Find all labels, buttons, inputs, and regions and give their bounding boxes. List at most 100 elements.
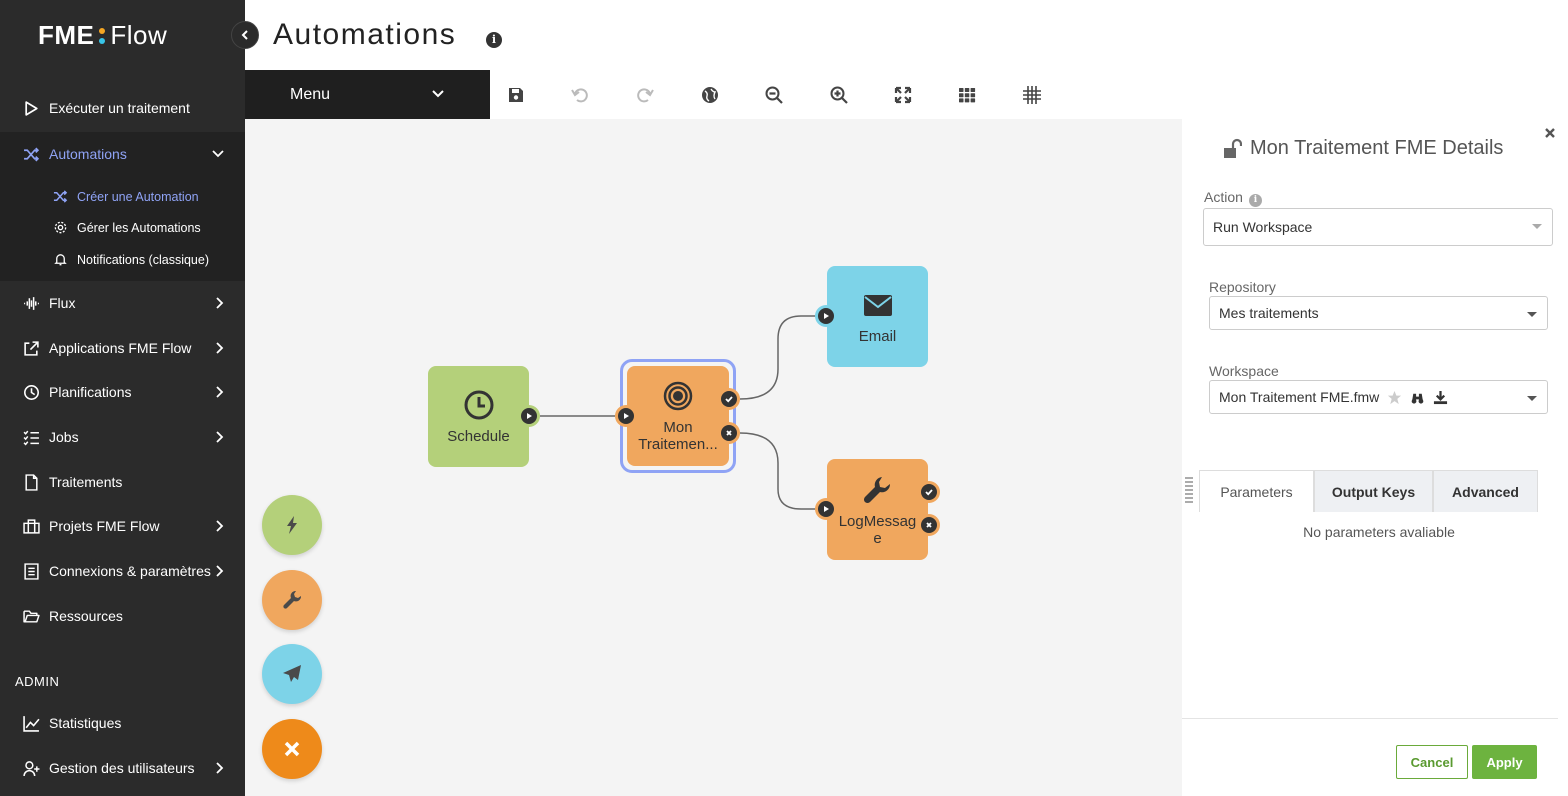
sidebar-item-flux[interactable]: Flux [0,281,245,325]
sidebar-item-label: Connexions & paramètres [49,563,211,579]
zoom-out-button[interactable] [763,84,785,106]
shuffle-icon [22,145,40,163]
sidebar-item-schedules[interactable]: Planifications [0,370,245,414]
panel-title: Mon Traitement FME Details [1220,137,1503,160]
globe-button[interactable] [699,84,721,106]
workspace-failure-port[interactable] [718,422,740,444]
play-icon [527,413,532,419]
chevron-down-icon [432,90,444,98]
clock-icon [22,383,40,401]
apply-button[interactable]: Apply [1472,745,1537,779]
menu-dropdown-label: Menu [290,85,331,103]
chevron-down-icon [212,150,224,158]
sidebar: FME Flow Exécuter un traitement Automati… [0,0,245,796]
node-label-line1: LogMessag [838,512,917,530]
submenu-manage-automations[interactable]: Gérer les Automations [53,216,201,240]
close-palette-button[interactable] [262,719,322,779]
action-label-text: Action [1204,189,1243,205]
automation-canvas[interactable]: Schedule Mon Traitemen... Email LogMessa… [245,119,1182,796]
add-trigger-button[interactable] [262,495,322,555]
action-select[interactable]: Run Workspace [1203,208,1553,246]
info-icon[interactable]: i [486,32,502,48]
submenu-label: Créer une Automation [77,190,199,204]
sidebar-item-user-management[interactable]: Gestion des utilisateurs [0,746,245,790]
workspace-select[interactable]: Mon Traitement FME.fmw [1209,380,1548,414]
tab-output-keys[interactable]: Output Keys [1314,470,1433,512]
undo-button[interactable] [569,84,591,106]
workspace-node[interactable]: Mon Traitemen... [627,366,729,466]
folder-open-icon [22,607,40,625]
sidebar-item-jobs[interactable]: Jobs [0,415,245,459]
schedule-output-port[interactable] [518,405,540,427]
log-failure-port[interactable] [918,514,940,536]
drag-handle-icon[interactable] [1185,475,1193,505]
share-box-icon [22,339,40,357]
schedule-node[interactable]: Schedule [428,366,529,467]
log-input-port[interactable] [815,498,837,520]
email-node[interactable]: Email [827,266,928,367]
submenu-create-automation[interactable]: Créer une Automation [53,185,199,209]
fit-to-screen-button[interactable] [892,84,914,106]
add-external-action-button[interactable] [262,644,322,704]
x-icon [926,522,932,528]
chevron-left-icon [241,30,248,40]
node-label-line1: Mon [663,419,693,436]
tab-advanced[interactable]: Advanced [1433,470,1538,512]
chevron-right-icon [216,565,224,577]
waveform-icon [22,294,40,312]
zoom-in-button[interactable] [828,84,850,106]
sidebar-item-statistics[interactable]: Statistiques [0,701,245,745]
play-icon [624,413,629,419]
check-icon [725,396,733,403]
x-icon [726,430,732,436]
star-icon[interactable] [1387,390,1402,405]
save-button[interactable] [505,84,527,106]
briefcase-icon [22,517,40,535]
wrench-icon [861,473,895,507]
sidebar-item-projects[interactable]: Projets FME Flow [0,504,245,548]
snap-grid-button[interactable] [1021,84,1043,106]
unlock-icon[interactable] [1220,138,1242,160]
menu-dropdown[interactable]: Menu [245,70,490,119]
repository-select[interactable]: Mes traitements [1209,296,1548,330]
grid-button[interactable] [956,84,978,106]
caret-down-icon [1527,396,1537,401]
tab-parameters[interactable]: Parameters [1199,470,1314,512]
panel-title-text: Mon Traitement FME Details [1250,137,1504,159]
fme-flow-logo[interactable]: FME Flow [38,20,167,51]
chevron-right-icon [216,762,224,774]
info-icon[interactable]: i [1248,194,1262,207]
close-icon[interactable] [1544,127,1556,139]
download-icon[interactable] [1433,390,1448,405]
node-label-line2: Traitemen... [638,436,718,453]
collapse-sidebar-button[interactable] [231,21,259,49]
redo-button[interactable] [634,84,656,106]
logo-text-fme: FME [38,20,95,50]
canvas-toolbar: Menu [245,70,1568,119]
cancel-button[interactable]: Cancel [1396,745,1468,779]
sidebar-item-resources[interactable]: Ressources [0,594,245,638]
sidebar-item-applications[interactable]: Applications FME Flow [0,326,245,370]
sidebar-item-label: Exécuter un traitement [49,100,190,116]
chart-line-icon [22,714,40,732]
workspace-input-port[interactable] [615,405,637,427]
binoculars-icon[interactable] [1410,390,1425,405]
sidebar-item-run-workspace[interactable]: Exécuter un traitement [0,86,245,130]
email-input-port[interactable] [815,305,837,327]
sidebar-item-automations[interactable]: Automations [0,132,245,176]
sidebar-item-connections[interactable]: Connexions & paramètres [0,549,245,593]
log-message-node[interactable]: LogMessag e [827,459,928,560]
sidebar-item-workspaces[interactable]: Traitements [0,460,245,504]
submenu-notifications[interactable]: Notifications (classique) [53,248,209,272]
wrench-icon [283,590,302,609]
zoom-in-icon [830,86,848,104]
close-icon [284,741,300,757]
workspace-success-port[interactable] [718,388,740,410]
action-select-value: Run Workspace [1213,219,1313,235]
sidebar-item-label: Statistiques [49,715,122,731]
add-action-button[interactable] [262,570,322,630]
settings-list-icon [22,562,40,580]
log-success-port[interactable] [918,481,940,503]
